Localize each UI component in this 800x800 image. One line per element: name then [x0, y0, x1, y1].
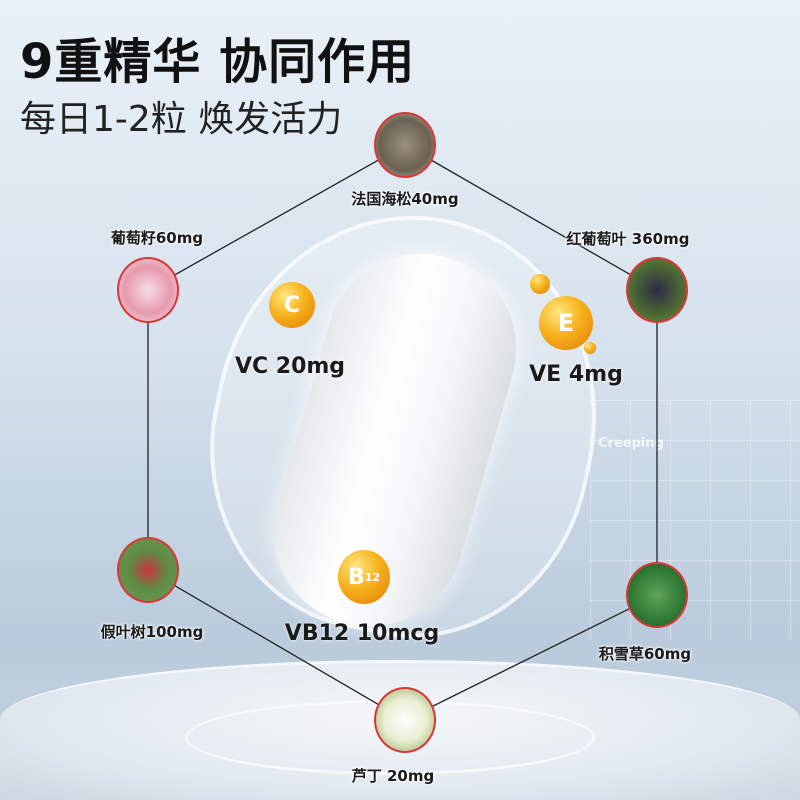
vitamin-label: VE 4mg [529, 362, 623, 387]
ingredient-label: 假叶树100mg [100, 623, 204, 641]
vitamin-e-icon: E [539, 296, 593, 350]
vitamin-symbol: B [347, 564, 365, 590]
centella-icon [626, 562, 688, 628]
grape-seed-icon [117, 257, 179, 323]
butchers-broom-icon [117, 537, 179, 603]
rutin-flower-icon [374, 687, 436, 753]
background-text: Creeping [598, 436, 664, 451]
ingredient-label: 红葡萄叶 360mg [566, 230, 690, 248]
red-grape-leaf-icon [626, 257, 688, 323]
subheadline: 每日1-2粒 焕发活力 [20, 99, 343, 140]
ingredient-label: 积雪草60mg [598, 645, 692, 663]
pine-bark-icon [374, 112, 436, 178]
vitamin-e-droplet-icon [584, 342, 596, 354]
ingredient-label: 葡萄籽60mg [110, 229, 204, 247]
vitamin-label: VC 20mg [234, 354, 346, 379]
vitamin-symbol: C [283, 292, 301, 318]
vitamin-e-droplet-icon [530, 274, 550, 294]
headline: 9重精华 协同作用 [20, 34, 416, 90]
ingredient-label: 芦丁 20mg [351, 767, 435, 785]
vitamin-subscript: 12 [364, 570, 381, 584]
vitamin-c-icon: C [269, 282, 315, 328]
background-grid [590, 400, 800, 640]
vitamin-label: VB12 10mcg [284, 621, 440, 646]
ingredient-label: 法国海松40mg [351, 190, 459, 208]
vitamin-symbol: E [557, 309, 575, 337]
